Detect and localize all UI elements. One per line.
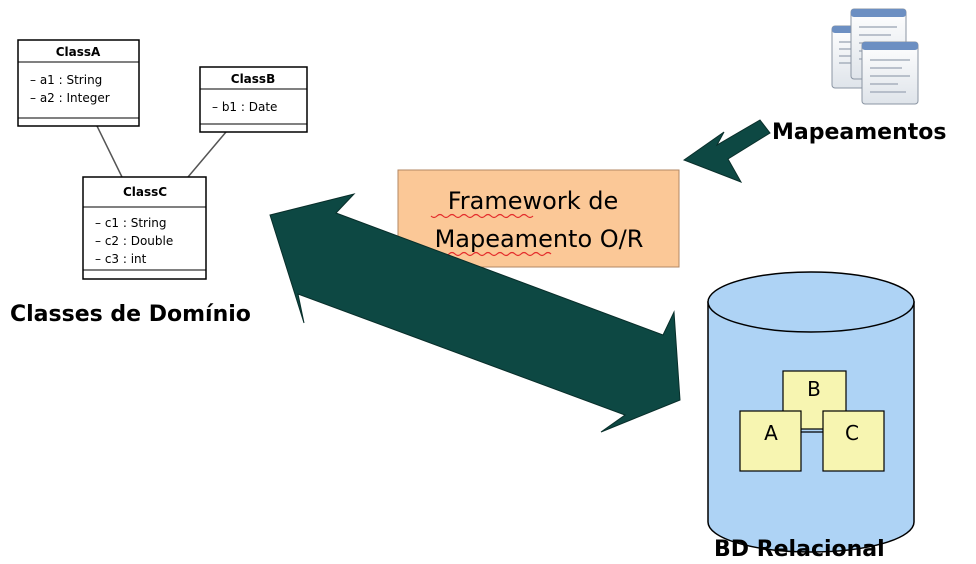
class-c-attr-2: – c2 : Double [95,234,173,248]
documents-icon [831,8,919,105]
class-a-attr-2: – a2 : Integer [30,91,110,105]
framework-line-1: Framework de [448,187,618,215]
association-line-a-c [96,125,123,178]
database-caption: BD Relacional [714,537,885,562]
mapping-arrow [682,119,771,183]
association-line-b-c [187,131,227,178]
class-a-attr-1: – a1 : String [30,73,102,87]
table-b-label: B [807,377,821,401]
class-b-attr-1: – b1 : Date [212,100,277,114]
spellcheck-underline [430,213,534,219]
domain-classes-caption: Classes de Domínio [10,302,251,327]
class-c-name: ClassC [123,185,167,199]
class-a-name: ClassA [56,45,101,59]
framework-line-2: Mapeamento O/R [435,225,644,253]
class-b-name: ClassB [231,72,275,86]
table-a-label: A [764,421,778,445]
mappings-caption: Mapeamentos [772,120,947,145]
table-diagram: B A C [739,370,885,472]
framework-box: Framework de Mapeamento O/R [397,169,680,268]
class-c-box: ClassC – c1 : String – c2 : Double – c3 … [82,176,207,280]
class-c-attr-3: – c3 : int [95,252,147,266]
class-c-attr-1: – c1 : String [95,216,167,230]
table-a-box: A [739,410,802,472]
class-b-box: ClassB – b1 : Date [199,66,308,133]
table-c-label: C [845,421,859,445]
class-a-box: ClassA – a1 : String – a2 : Integer [17,39,140,127]
table-c-box: C [822,410,885,472]
double-arrow [269,193,681,433]
